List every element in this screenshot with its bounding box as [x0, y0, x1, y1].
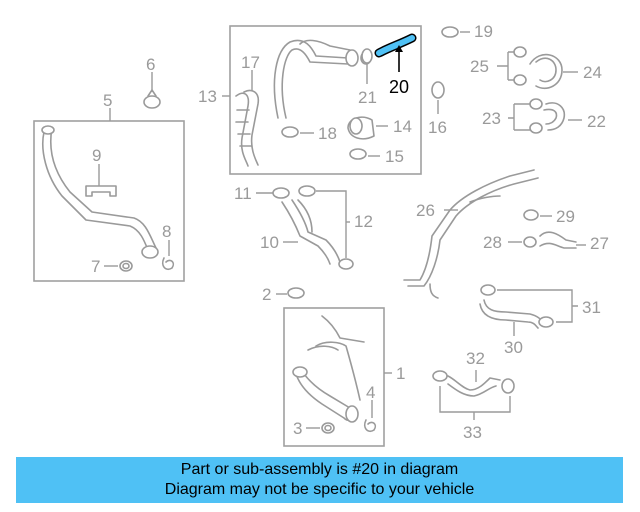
- callout-23[interactable]: 23: [482, 109, 501, 128]
- bracket-9-drawing: [85, 185, 117, 197]
- hose-20-highlighted: [374, 33, 417, 58]
- connector-14-drawing: [347, 116, 375, 140]
- hose-30-drawing: [479, 284, 554, 329]
- oring-7-drawing: [119, 260, 133, 272]
- clamp-29-drawing: [523, 209, 539, 221]
- callout-12[interactable]: 12: [354, 212, 373, 231]
- callout-10[interactable]: 10: [260, 233, 279, 252]
- callout-13[interactable]: 13: [198, 87, 217, 106]
- callout-1[interactable]: 1: [396, 364, 405, 383]
- clip-4-drawing: [363, 419, 377, 433]
- callout-16[interactable]: 16: [428, 118, 447, 137]
- clamps-23-drawing: [529, 98, 543, 134]
- clamp-16-drawing: [431, 81, 445, 99]
- clamp-18-drawing: [281, 126, 299, 138]
- clamp-2-drawing: [287, 287, 305, 299]
- clip-8-drawing: [161, 257, 175, 271]
- clamp-15-drawing: [349, 148, 367, 160]
- banner-line-2: Diagram may not be specific to your vehi…: [164, 481, 475, 498]
- callout-22[interactable]: 22: [587, 112, 606, 131]
- callout-15[interactable]: 15: [385, 147, 404, 166]
- clamp-19-drawing: [441, 26, 459, 38]
- hose-10-drawing: [281, 199, 354, 270]
- pipe-5-drawing: [41, 125, 159, 259]
- clamp-6-drawing: [143, 89, 161, 109]
- pipe-26-drawing: [403, 169, 539, 299]
- clamps-25-drawing: [513, 46, 527, 86]
- hose-22-drawing: [543, 102, 566, 131]
- group-box-13: [229, 25, 422, 175]
- callout-7[interactable]: 7: [91, 257, 100, 276]
- group-box-5: [33, 120, 185, 282]
- callout-30[interactable]: 30: [504, 338, 523, 357]
- callout-21[interactable]: 21: [358, 88, 377, 107]
- callout-2[interactable]: 2: [262, 285, 271, 304]
- callout-28[interactable]: 28: [483, 233, 502, 252]
- info-banner: Part or sub-assembly is #20 in diagram D…: [16, 457, 623, 503]
- parts-diagram: 13 17 20 21 18 14 15: [33, 22, 609, 447]
- callout-20[interactable]: 20: [389, 77, 409, 97]
- hose-17-drawing: [235, 89, 260, 167]
- callout-8[interactable]: 8: [162, 222, 171, 241]
- callout-33[interactable]: 33: [463, 423, 482, 442]
- callout-19[interactable]: 19: [474, 22, 493, 41]
- callout-14[interactable]: 14: [393, 117, 412, 136]
- callout-3[interactable]: 3: [293, 419, 302, 438]
- callout-17[interactable]: 17: [241, 53, 260, 72]
- callout-31[interactable]: 31: [582, 298, 601, 317]
- clamps-11-drawing: [272, 185, 316, 199]
- callout-6[interactable]: 6: [146, 55, 155, 74]
- callout-4[interactable]: 4: [366, 383, 375, 402]
- callout-27[interactable]: 27: [590, 234, 609, 253]
- clamp-28-drawing: [523, 236, 537, 248]
- hose-27-drawing: [539, 231, 577, 249]
- oring-3-drawing: [321, 422, 335, 434]
- banner-line-1: Part or sub-assembly is #20 in diagram: [180, 461, 459, 478]
- hose-32-drawing: [432, 370, 515, 397]
- hose-24-drawing: [529, 53, 563, 90]
- callout-24[interactable]: 24: [583, 63, 602, 82]
- pipe-1-drawing: [292, 315, 365, 423]
- callout-9[interactable]: 9: [92, 146, 101, 165]
- callout-18[interactable]: 18: [318, 124, 337, 143]
- callout-32[interactable]: 32: [466, 349, 485, 368]
- callout-26[interactable]: 26: [416, 201, 435, 220]
- callout-11[interactable]: 11: [234, 184, 252, 203]
- clamp-21-drawing: [361, 48, 373, 64]
- callout-5[interactable]: 5: [103, 91, 112, 110]
- callout-29[interactable]: 29: [556, 207, 575, 226]
- callout-25[interactable]: 25: [470, 57, 489, 76]
- group-box-1: [283, 307, 385, 447]
- pipe-assembly-13-drawing: [273, 39, 372, 119]
